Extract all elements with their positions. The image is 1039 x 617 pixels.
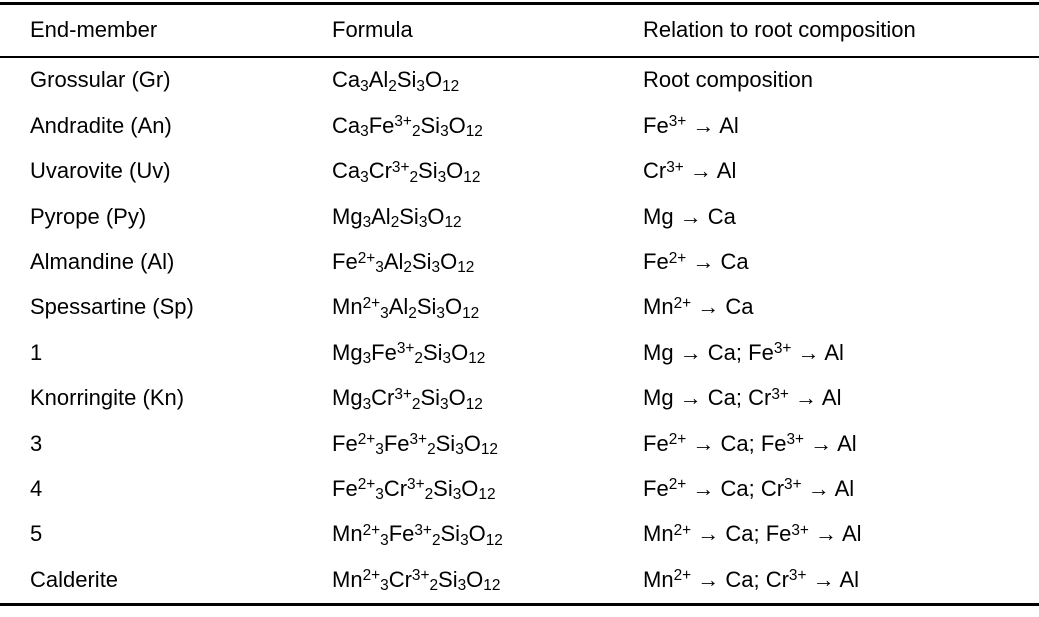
table-body: Grossular (Gr) Ca3Al2Si3O12 Root composi… bbox=[0, 57, 1039, 604]
table-row: Grossular (Gr) Ca3Al2Si3O12 Root composi… bbox=[0, 57, 1039, 103]
formula-cell: Ca3Fe3+2Si3O12 bbox=[332, 112, 483, 141]
relation-cell: Mn2+ → Ca; Cr3+ → Al bbox=[643, 566, 860, 592]
end-member-cell: 5 bbox=[30, 521, 43, 547]
table-row: 1 Mg3Fe3+2Si3O12 Mg → Ca; Fe3+ → Al bbox=[0, 331, 1039, 376]
formula-cell: Mg3Fe3+2Si3O12 bbox=[332, 339, 486, 368]
column-header-formula: Formula bbox=[302, 3, 613, 59]
end-member-cell: Calderite bbox=[30, 566, 119, 592]
relation-cell: Fe2+ → Ca; Cr3+ → Al bbox=[643, 475, 855, 501]
formula-cell: Mn2+3Fe3+2Si3O12 bbox=[332, 521, 503, 549]
table-row: 3 Fe2+3Fe3+2Si3O12 Fe2+ → Ca; Fe3+ → Al bbox=[0, 422, 1039, 467]
table-row: Pyrope (Py) Mg3Al2Si3O12 Mg → Ca bbox=[0, 195, 1039, 240]
end-member-cell: 4 bbox=[30, 475, 43, 501]
formula-cell: Ca3Al2Si3O12 bbox=[332, 67, 460, 95]
relation-cell: Mg → Ca bbox=[643, 203, 736, 229]
table-row: Spessartine (Sp) Mn2+3Al2Si3O12 Mn2+ → C… bbox=[0, 285, 1039, 330]
relation-cell: Fe3+ → Al bbox=[643, 112, 739, 138]
formula-cell: Ca3Cr3+2Si3O12 bbox=[332, 158, 481, 186]
end-member-cell: Spessartine (Sp) bbox=[30, 294, 194, 320]
end-member-cell: Uvarovite (Uv) bbox=[30, 158, 171, 184]
relation-cell: Root composition bbox=[643, 67, 813, 93]
end-member-cell: Knorringite (Kn) bbox=[30, 385, 185, 411]
table-header-row: End-member Formula Relation to root comp… bbox=[0, 3, 1039, 59]
formula-cell: Fe2+3Cr3+2Si3O12 bbox=[332, 475, 496, 504]
relation-cell: Mg → Ca; Fe3+ → Al bbox=[643, 339, 844, 365]
formula-cell: Mg3Cr3+2Si3O12 bbox=[332, 385, 483, 413]
end-member-cell: Pyrope (Py) bbox=[30, 203, 147, 229]
formula-cell: Mn2+3Al2Si3O12 bbox=[332, 294, 480, 322]
table-row: Almandine (Al) Fe2+3Al2Si3O12 Fe2+ → Ca bbox=[0, 240, 1039, 285]
formula-cell: Mg3Al2Si3O12 bbox=[332, 203, 462, 231]
relation-cell: Fe2+ → Ca; Fe3+ → Al bbox=[643, 430, 857, 456]
table-row: 4 Fe2+3Cr3+2Si3O12 Fe2+ → Ca; Cr3+ → Al bbox=[0, 467, 1039, 512]
end-member-cell: Almandine (Al) bbox=[30, 248, 175, 274]
formula-cell: Mn2+3Cr3+2Si3O12 bbox=[332, 566, 501, 595]
relation-cell: Mn2+ → Ca; Fe3+ → Al bbox=[643, 521, 862, 547]
end-member-cell: Andradite (An) bbox=[30, 112, 172, 138]
table-row: Calderite Mn2+3Cr3+2Si3O12 Mn2+ → Ca; Cr… bbox=[0, 558, 1039, 605]
formula-cell: Fe2+3Al2Si3O12 bbox=[332, 248, 475, 277]
table-row: Uvarovite (Uv) Ca3Cr3+2Si3O12 Cr3+ → Al bbox=[0, 149, 1039, 194]
table-row: Knorringite (Kn) Mg3Cr3+2Si3O12 Mg → Ca;… bbox=[0, 376, 1039, 421]
relation-cell: Cr3+ → Al bbox=[643, 158, 737, 184]
end-member-cell: 1 bbox=[30, 339, 43, 365]
column-header-relation: Relation to root composition bbox=[613, 3, 1039, 59]
end-member-cell: Grossular (Gr) bbox=[30, 67, 171, 93]
formula-cell: Fe2+3Fe3+2Si3O12 bbox=[332, 430, 498, 458]
column-header-end-member: End-member bbox=[0, 3, 302, 59]
table-row: 5 Mn2+3Fe3+2Si3O12 Mn2+ → Ca; Fe3+ → Al bbox=[0, 512, 1039, 557]
relation-cell: Fe2+ → Ca bbox=[643, 248, 749, 274]
table-header: End-member Formula Relation to root comp… bbox=[0, 3, 1039, 59]
relation-cell: Mn2+ → Ca bbox=[643, 294, 754, 320]
relation-cell: Mg → Ca; Cr3+ → Al bbox=[643, 385, 842, 411]
table-row: Andradite (An) Ca3Fe3+2Si3O12 Fe3+ → Al bbox=[0, 104, 1039, 149]
end-member-cell: 3 bbox=[30, 430, 43, 456]
